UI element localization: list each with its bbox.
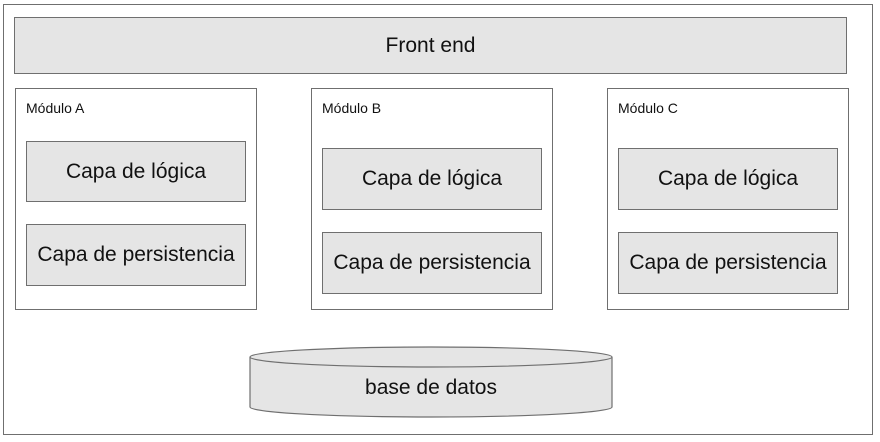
database-label: base de datos — [365, 376, 497, 399]
module-a-logic-label: Capa de lógica — [65, 159, 207, 183]
module-b-logic-layer: Capa de lógica — [322, 148, 542, 210]
module-b-box: Módulo B Capa de lógica Capa de persiste… — [311, 88, 553, 310]
module-b-persistence-label: Capa de persistencia — [333, 251, 531, 274]
module-a-title: Módulo A — [26, 100, 85, 116]
module-c-box: Módulo C Capa de lógica Capa de persiste… — [607, 88, 849, 310]
module-a-persistence-label: Capa de persistencia — [37, 243, 235, 266]
module-c-persistence-layer: Capa de persistencia — [618, 232, 838, 294]
module-c-logic-layer: Capa de lógica — [618, 148, 838, 210]
module-a-persistence-layer: Capa de persistencia — [26, 224, 246, 286]
database-cylinder-shape — [249, 346, 613, 418]
module-c-title: Módulo C — [618, 100, 678, 116]
module-b-title: Módulo B — [322, 100, 382, 116]
module-c-logic-label: Capa de lógica — [657, 167, 799, 190]
database-cylinder: base de datos — [248, 345, 614, 421]
front-end-label: Front end — [385, 33, 476, 57]
module-a-logic-layer: Capa de lógica — [26, 141, 246, 202]
module-b-logic-label: Capa de lógica — [361, 167, 503, 190]
module-c-persistence-label: Capa de persistencia — [629, 251, 827, 274]
module-a-box: Módulo A Capa de lógica Capa de persiste… — [15, 88, 257, 310]
module-b-persistence-layer: Capa de persistencia — [322, 232, 542, 294]
front-end-box: Front end — [14, 17, 847, 74]
